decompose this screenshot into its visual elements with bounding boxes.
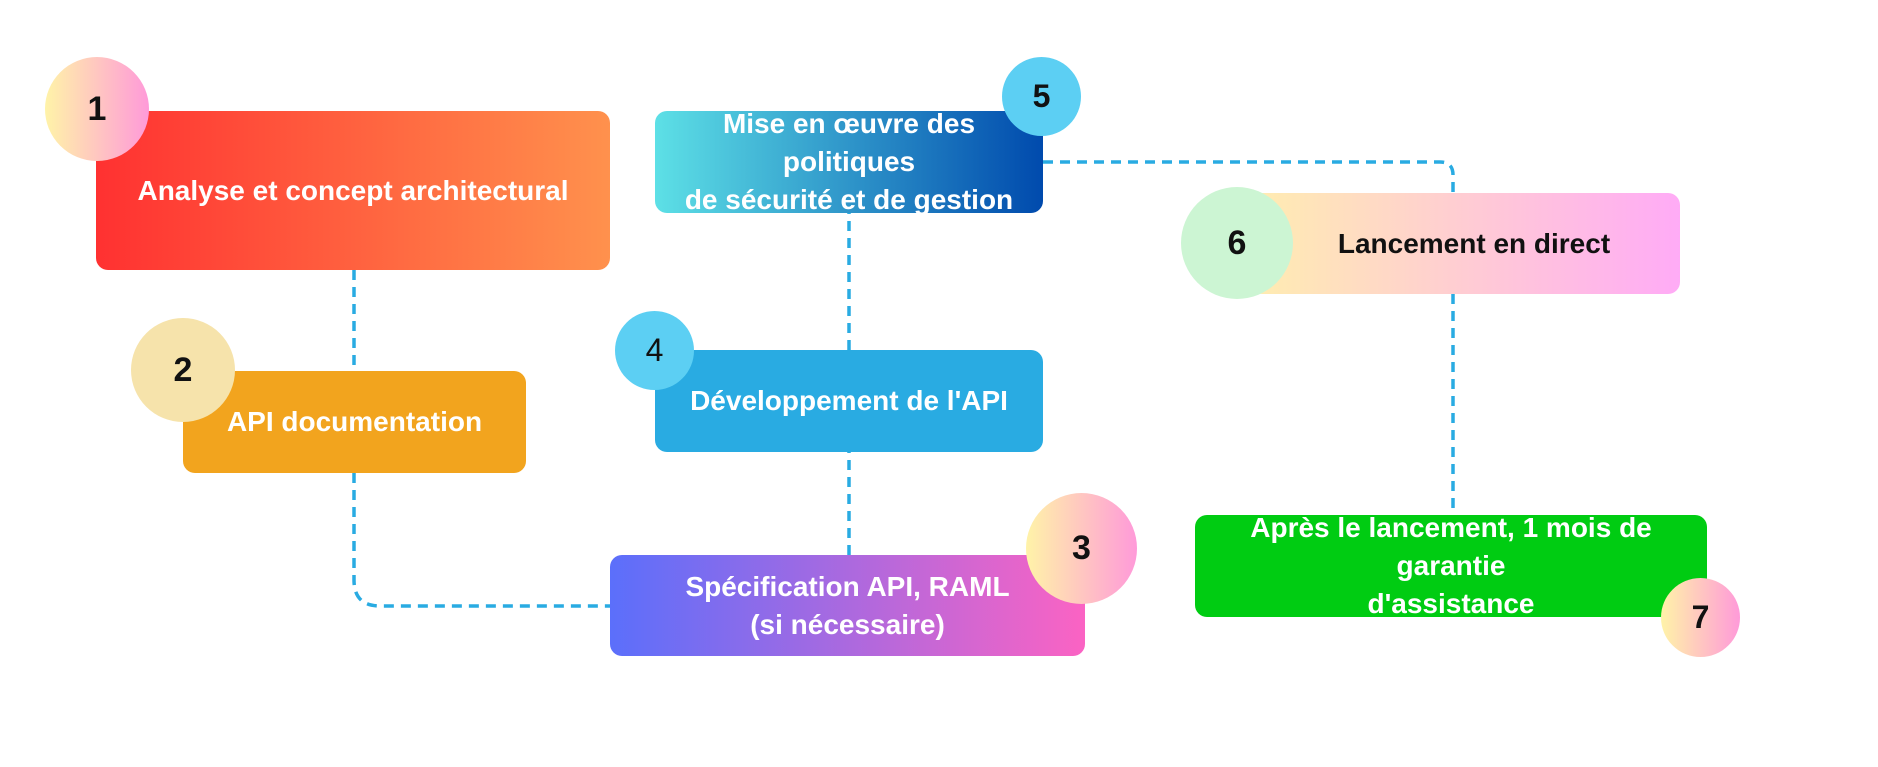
step-6-label: Lancement en direct bbox=[1337, 227, 1611, 259]
step-5-label: Mise en œuvre des politiques de sécurité… bbox=[684, 108, 1014, 215]
step-1-label: Analyse et concept architectural bbox=[137, 174, 569, 206]
step-4-number-badge: 4 bbox=[615, 311, 694, 390]
step-6-number-badge: 6 bbox=[1181, 187, 1293, 299]
step-3-label: Spécification API, RAML (si nécessaire) bbox=[685, 570, 1010, 640]
step-2-number-badge: 2 bbox=[131, 318, 235, 422]
step-4-label: Développement de l'API bbox=[690, 385, 1008, 416]
step-1-number-badge: 1 bbox=[45, 57, 149, 161]
step-6-box: Lancement en direct bbox=[1250, 193, 1680, 294]
step-7-label: Après le lancement, 1 mois de garantie d… bbox=[1250, 512, 1652, 619]
step-3-box: Spécification API, RAML (si nécessaire) bbox=[610, 555, 1085, 656]
connector-2-3 bbox=[352, 473, 610, 608]
step-1-box: Analyse et concept architectural bbox=[96, 111, 610, 270]
step-2-box: API documentation bbox=[183, 371, 526, 473]
step-7-number-badge: 7 bbox=[1661, 578, 1740, 657]
step-4-box: Développement de l'API bbox=[655, 350, 1043, 452]
step-5-box: Mise en œuvre des politiques de sécurité… bbox=[655, 108, 1043, 215]
step-7-box: Après le lancement, 1 mois de garantie d… bbox=[1195, 512, 1707, 619]
step-5-number-badge: 5 bbox=[1002, 57, 1081, 136]
step-3-number-badge: 3 bbox=[1026, 493, 1137, 604]
step-2-label: API documentation bbox=[226, 406, 483, 437]
connector-5-6 bbox=[1043, 160, 1455, 193]
